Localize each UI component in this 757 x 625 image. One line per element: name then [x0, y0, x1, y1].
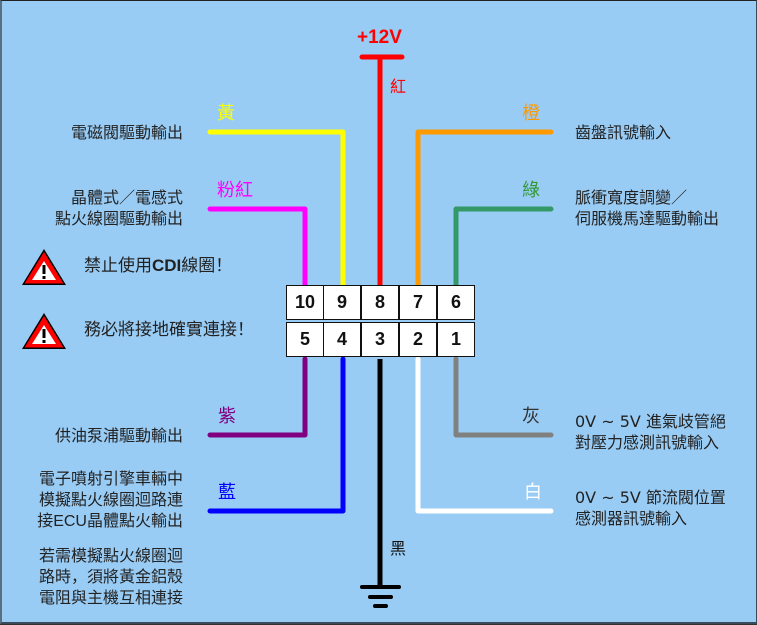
pin-3: 3	[361, 322, 399, 357]
pin-4: 4	[323, 322, 361, 357]
warning-1-suffix: 線圈！	[181, 256, 233, 276]
warning-icon	[22, 249, 66, 285]
desc-gray-line1: 0V ~ 5V 進氣歧管絕	[575, 412, 726, 431]
note-line1: 若需模擬點火線圈迴	[38, 546, 183, 565]
wire-label-white: 白	[524, 482, 542, 503]
wire-label-pink: 粉紅	[217, 180, 253, 201]
note-line2: 路時，須將黃金鋁殼	[38, 567, 183, 586]
desc-blue-bold: ECU	[53, 513, 87, 530]
warning-1-prefix: 禁止使用	[84, 256, 152, 276]
warning-1-bold: CDI	[152, 256, 182, 275]
wire-label-black: 黑	[390, 539, 407, 558]
desc-gray: 0V ~ 5V 進氣歧管絕 對壓力感測訊號輸入	[575, 411, 726, 453]
wire-pink	[207, 206, 308, 291]
note: 若需模擬點火線圈迴 路時，須將黃金鋁殼 電阻與主機互相連接	[39, 545, 183, 608]
desc-blue-line2: 模擬點火線圈迴路連	[38, 490, 183, 509]
wire-orange	[415, 129, 554, 291]
desc-white-line2: 感測器訊號輸入	[575, 509, 688, 528]
wire-label-blue: 藍	[218, 482, 236, 503]
wire-yellow	[207, 129, 346, 291]
pin-10: 10	[286, 285, 324, 320]
desc-blue-prefix: 接	[37, 511, 54, 530]
desc-pink-line2: 點火線圈驅動輸出	[54, 209, 183, 228]
warning-icon	[22, 313, 66, 349]
warning-text-1: 禁止使用CDI線圈！	[84, 255, 232, 277]
desc-purple: 供油泵浦驅動輸出	[54, 426, 183, 445]
pin-5: 5	[286, 322, 324, 357]
pin-1: 1	[437, 322, 475, 357]
pin-6: 6	[437, 285, 475, 320]
wire-purple	[207, 356, 308, 438]
wire-label-red: 紅	[390, 77, 407, 96]
pin-2: 2	[399, 322, 437, 357]
wire-label-orange: 橙	[522, 103, 540, 124]
desc-blue-suffix: 晶體點火輸出	[86, 511, 183, 530]
desc-pink: 晶體式／電感式 點火線圈驅動輸出	[55, 187, 183, 229]
desc-blue: 電子噴射引擎車輛中 模擬點火線圈迴路連 接ECU晶體點火輸出	[37, 468, 183, 532]
wire-label-yellow: 黃	[217, 103, 235, 124]
wire-white	[415, 356, 554, 514]
pin-7: 7	[399, 285, 437, 320]
desc-green-line1: 脈衝寬度調變／	[575, 188, 688, 207]
wire-blue	[207, 356, 346, 514]
wire-green	[453, 206, 554, 291]
desc-white: 0V ~ 5V 節流閥位置 感測器訊號輸入	[575, 487, 726, 529]
desc-blue-line1: 電子噴射引擎車輛中	[38, 469, 183, 488]
pin-9: 9	[323, 285, 361, 320]
warning-text-2: 務必將接地確實連接！	[84, 320, 254, 340]
wire-gray	[453, 356, 554, 438]
desc-pink-line1: 晶體式／電感式	[70, 188, 183, 207]
desc-orange: 齒盤訊號輸入	[575, 123, 672, 142]
desc-gray-line2: 對壓力感測訊號輸入	[575, 433, 720, 452]
wire-label-green: 綠	[522, 180, 540, 201]
wire-label-purple: 紫	[218, 406, 236, 427]
pin-8: 8	[361, 285, 399, 320]
desc-green-line2: 伺服機馬達驅動輸出	[575, 209, 720, 228]
supply-label: +12V	[357, 27, 402, 48]
desc-blue-line3: 接ECU晶體點火輸出	[37, 510, 183, 532]
desc-yellow: 電磁閥驅動輸出	[70, 123, 183, 142]
desc-white-line1: 0V ~ 5V 節流閥位置	[575, 488, 726, 507]
wire-label-gray: 灰	[522, 406, 540, 427]
note-line3: 電阻與主機互相連接	[38, 588, 183, 607]
desc-green: 脈衝寬度調變／ 伺服機馬達驅動輸出	[575, 187, 719, 229]
